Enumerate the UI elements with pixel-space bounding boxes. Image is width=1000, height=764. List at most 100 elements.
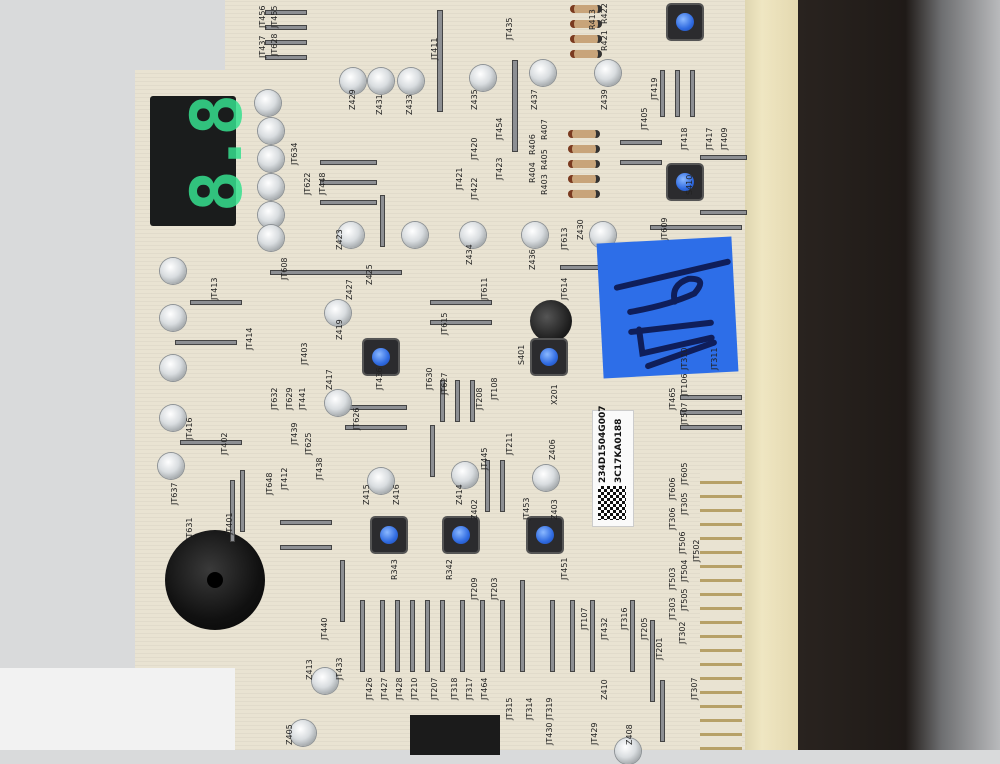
silkscreen-label: JT426: [365, 677, 374, 700]
led: [258, 174, 284, 200]
resistor: [570, 20, 602, 28]
silkscreen-label: Z413: [305, 659, 314, 680]
silkscreen-label: JT441: [298, 387, 307, 410]
jumper-wire: [700, 210, 747, 215]
resistor: [570, 5, 602, 13]
jumper-wire: [240, 470, 245, 532]
silkscreen-label: JT317: [465, 677, 474, 700]
silkscreen-label: JT403: [300, 342, 309, 365]
silkscreen-label: JT445: [480, 447, 489, 470]
silkscreen-label: JT438: [315, 457, 324, 480]
jumper-wire: [675, 70, 680, 117]
silkscreen-label: JT506: [678, 531, 687, 554]
silkscreen-label: Z423: [335, 229, 344, 250]
ic-chip: [410, 715, 500, 755]
resistor: [568, 130, 600, 138]
silkscreen-label: JT502: [692, 539, 701, 562]
led: [325, 390, 351, 416]
led: [325, 300, 351, 326]
silkscreen-label: JT456: [258, 5, 267, 28]
silkscreen-label: JT503: [668, 567, 677, 590]
silkscreen-label: Z408: [625, 724, 634, 745]
white-surface: [0, 668, 235, 750]
silkscreen-label: R343: [390, 559, 399, 580]
jumper-wire: [395, 600, 400, 672]
jumper-wire: [500, 600, 505, 672]
silkscreen-label: JT414: [245, 327, 254, 350]
silkscreen-label: JT629: [285, 387, 294, 410]
led: [368, 68, 394, 94]
silkscreen-label: JT420: [470, 137, 479, 160]
led: [522, 222, 548, 248]
jumper-wire: [470, 380, 475, 422]
jumper-wire: [650, 620, 655, 702]
silkscreen-label: JT608: [280, 257, 289, 280]
jumper-wire: [380, 600, 385, 672]
jumper-wire: [345, 425, 407, 430]
silkscreen-label: JT107: [580, 607, 589, 630]
jumper-wire: [512, 60, 518, 152]
dark-background: [790, 0, 1000, 750]
push-button[interactable]: [364, 340, 398, 374]
silkscreen-label: JT455: [270, 5, 279, 28]
silkscreen-label: JT314: [525, 697, 534, 720]
jumper-wire: [630, 600, 635, 672]
silkscreen-label: JT108: [490, 377, 499, 400]
silkscreen-label: JT429: [590, 722, 599, 745]
jumper-wire: [425, 600, 430, 672]
led: [258, 202, 284, 228]
jumper-wire: [700, 155, 747, 160]
silkscreen-label: JT418: [680, 127, 689, 150]
jumper-wire: [280, 520, 332, 525]
silkscreen-label: JT626: [352, 407, 361, 430]
silkscreen-label: Z410: [600, 679, 609, 700]
led: [158, 453, 184, 479]
silkscreen-label: Z417: [325, 369, 334, 390]
push-button[interactable]: [668, 5, 702, 39]
led: [340, 68, 366, 94]
silkscreen-label: JT413: [210, 277, 219, 300]
led: [402, 222, 428, 248]
barcode-label: 234D1504G007 3C17KA0188: [592, 406, 634, 527]
silkscreen-label: R421: [600, 30, 609, 51]
jumper-wire: [660, 680, 665, 742]
jumper-wire: [440, 380, 445, 422]
led: [160, 258, 186, 284]
silkscreen-label: JT628: [270, 33, 279, 56]
led: [160, 355, 186, 381]
silkscreen-label: JT318: [450, 677, 459, 700]
push-button[interactable]: [528, 518, 562, 552]
push-button[interactable]: [444, 518, 478, 552]
silkscreen-label: JT433: [335, 657, 344, 680]
led: [533, 465, 559, 491]
jumper-wire: [620, 140, 662, 145]
pin-header: [700, 470, 742, 750]
silkscreen-label: JT423: [495, 157, 504, 180]
jumper-wire: [570, 600, 575, 672]
silkscreen-label: JT409: [720, 127, 729, 150]
electrolytic-capacitor: [530, 300, 572, 342]
silkscreen-label: JT625: [304, 432, 313, 455]
silkscreen-label: JT419: [650, 77, 659, 100]
silkscreen-label: Z430: [576, 219, 585, 240]
push-button[interactable]: [668, 165, 702, 199]
silkscreen-label: JT627: [440, 372, 449, 395]
jumper-wire: [180, 440, 242, 445]
jumper-wire: [500, 460, 505, 512]
silkscreen-label: Z437: [530, 89, 539, 110]
jumper-wire: [230, 480, 235, 542]
silkscreen-label: JT615: [440, 312, 449, 335]
silkscreen-label: JT207: [430, 677, 439, 700]
jumper-wire: [650, 225, 742, 230]
jumper-wire: [280, 545, 332, 550]
silkscreen-label: JT311: [710, 347, 719, 370]
silkscreen-label: JT203: [490, 577, 499, 600]
jumper-wire: [680, 425, 742, 430]
silkscreen-label: Z414: [455, 484, 464, 505]
blue-tape: [596, 236, 739, 379]
silkscreen-label: JT611: [480, 277, 489, 300]
push-button[interactable]: [372, 518, 406, 552]
push-button[interactable]: [532, 340, 566, 374]
silkscreen-label: JT421: [455, 167, 464, 190]
jumper-wire: [270, 270, 402, 275]
